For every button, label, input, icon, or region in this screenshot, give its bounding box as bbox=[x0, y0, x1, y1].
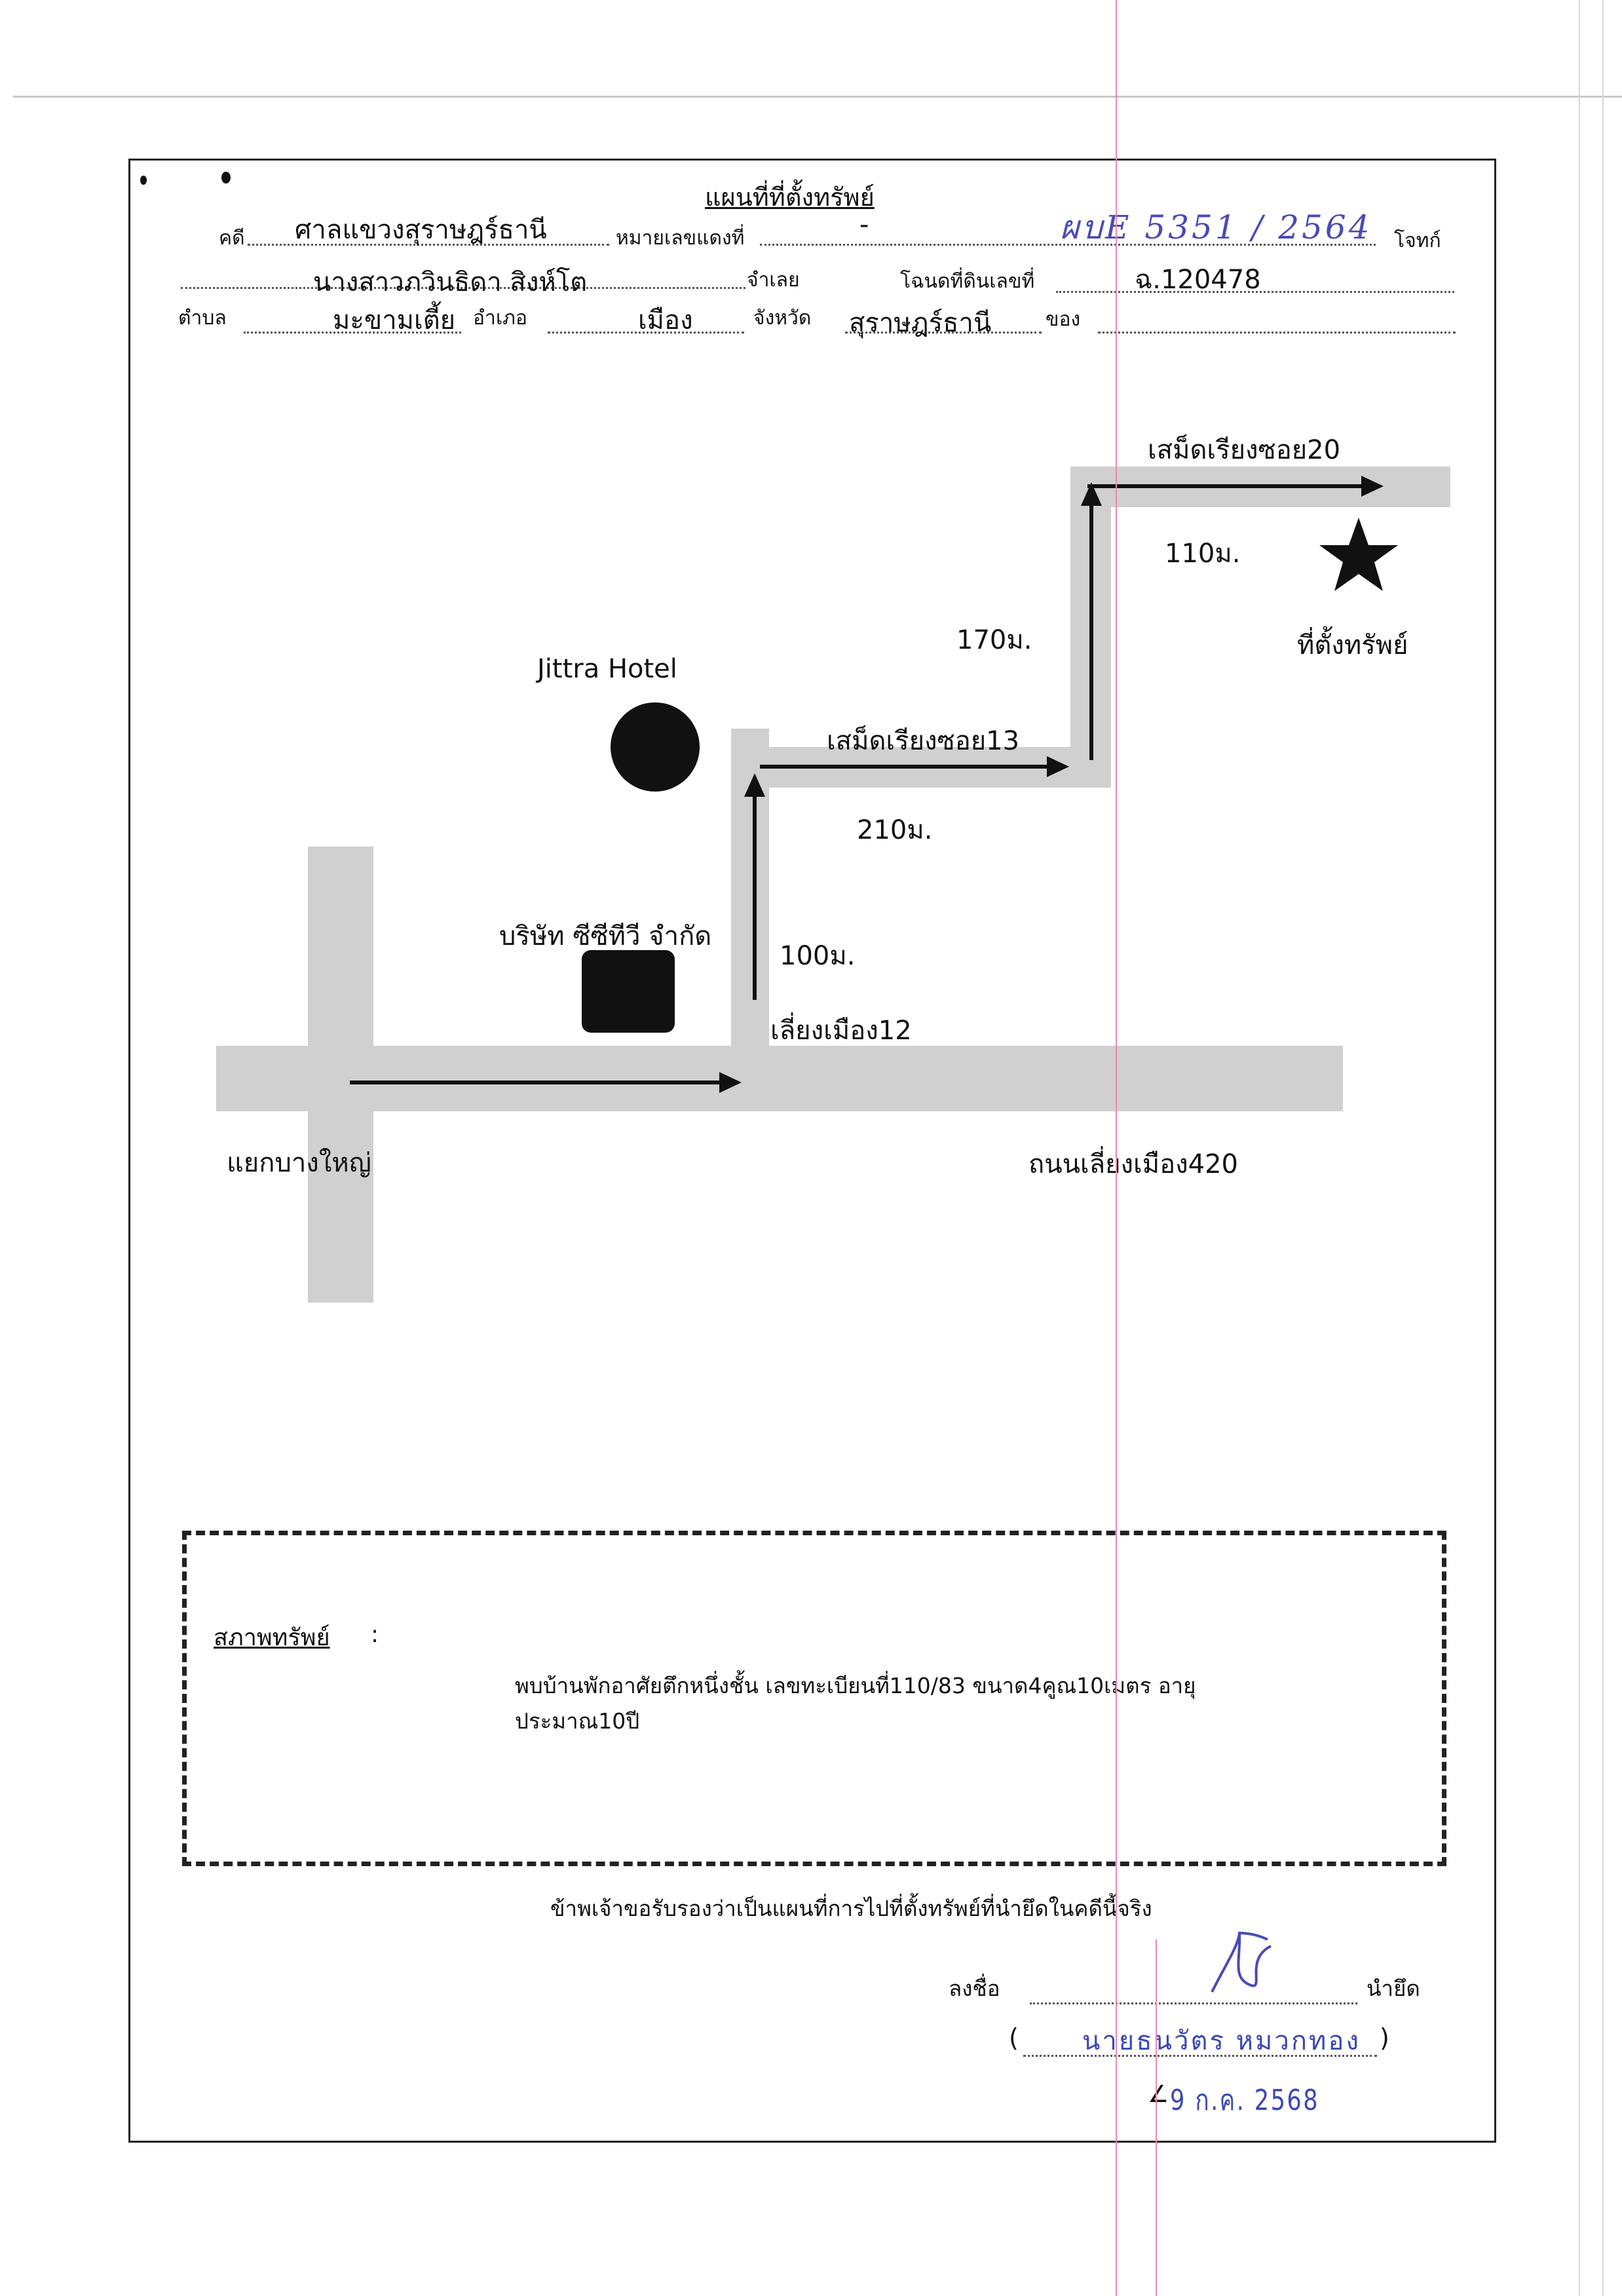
label-main-road-420: ถนนเลี่ยงเมือง420 bbox=[1028, 1149, 1238, 1179]
case-label: คดี bbox=[219, 227, 245, 250]
subdistrict-value: มะขามเตี้ย bbox=[333, 305, 456, 335]
owner-underline bbox=[1098, 332, 1456, 334]
document-frame bbox=[128, 159, 1496, 2143]
seizure-role-label: นำยึด bbox=[1367, 1976, 1420, 2001]
date-tick-mark: ∠ bbox=[1148, 2081, 1169, 2108]
arrow-head bbox=[1047, 756, 1069, 777]
red-number-value: - bbox=[859, 210, 869, 240]
condition-text-line1: พบบ้านพักอาศัยตึกหนึ่งชั้น เลขทะเบียนที่… bbox=[515, 1673, 1196, 1698]
arrow-head bbox=[744, 773, 765, 797]
case-number-handwritten: ผบE 5351 / 2564 bbox=[1060, 208, 1372, 246]
margin-line-lower bbox=[1156, 1940, 1157, 2296]
of-label: ของ bbox=[1046, 308, 1081, 331]
name-underline bbox=[1023, 2055, 1377, 2057]
province-value: สุราษฎร์ธานี bbox=[849, 308, 992, 338]
district-value: เมือง bbox=[638, 305, 693, 335]
document-title: แผนที่ที่ตั้งทรัพย์ bbox=[705, 183, 875, 212]
deed-underline bbox=[1056, 291, 1454, 293]
scan-right-edge-2 bbox=[1602, 0, 1604, 2296]
label-company: บริษัท ซีซีทีวี จำกัด bbox=[499, 921, 712, 951]
condition-colon: : bbox=[371, 1621, 379, 1648]
defendant-underline bbox=[181, 287, 745, 289]
court-underline bbox=[248, 244, 609, 246]
star-icon bbox=[1319, 518, 1398, 591]
arrow-head bbox=[719, 1072, 742, 1093]
hotel-circle-marker bbox=[611, 702, 700, 792]
company-square-marker bbox=[582, 950, 675, 1033]
label-distance-170: 170ม. bbox=[956, 625, 1032, 655]
label-jittra-hotel: Jittra Hotel bbox=[537, 654, 677, 684]
condition-text-line2: ประมาณ10ปี bbox=[515, 1708, 640, 1734]
defendant-name: นางสาวภวินธิดา สิงห์โต bbox=[313, 267, 588, 297]
province-label: จังหวัด bbox=[753, 307, 812, 330]
label-road-soi20: เสม็ดเรียงซอย20 bbox=[1148, 435, 1341, 465]
road-liang-mueang-420 bbox=[216, 1046, 1343, 1111]
label-property-location: ที่ตั้งทรัพย์ bbox=[1297, 630, 1408, 660]
arrow-head bbox=[1361, 476, 1384, 497]
deed-label: โฉนดที่ดินเลขที่ bbox=[900, 270, 1035, 293]
label-distance-210: 210ม. bbox=[857, 815, 933, 845]
plaintiff-label: โจทก์ bbox=[1394, 229, 1441, 252]
signer-name-stamp: นายธนวัตร หมวกทอง bbox=[1082, 2026, 1361, 2056]
scan-edge-line bbox=[13, 96, 1622, 98]
handwritten-signature bbox=[1211, 1932, 1272, 1993]
punch-hole-mark bbox=[140, 176, 147, 185]
subdistrict-underline bbox=[244, 332, 461, 334]
property-condition-box bbox=[182, 1531, 1446, 1866]
scan-right-edge bbox=[1579, 0, 1580, 2296]
red-number-label: หมายเลขแดงที่ bbox=[616, 227, 745, 250]
court-name: ศาลแขวงสุราษฎร์ธานี bbox=[295, 215, 547, 245]
label-distance-110: 110ม. bbox=[1165, 539, 1241, 569]
red-number-underline bbox=[760, 244, 1376, 246]
arrow-head bbox=[1081, 482, 1102, 506]
subdistrict-label: ตำบล bbox=[178, 307, 227, 330]
label-road-soi13: เสม็ดเรียงซอย13 bbox=[827, 726, 1020, 756]
name-close-paren: ) bbox=[1380, 2023, 1389, 2052]
punch-hole-mark bbox=[221, 172, 231, 183]
certification-text: ข้าพเจ้าขอรับรองว่าเป็นแผนที่การไปที่ตั้… bbox=[550, 1896, 1152, 1921]
label-road-liangmueang12: เลี่ยงเมือง12 bbox=[770, 1016, 912, 1046]
deed-number: ฉ.120478 bbox=[1135, 265, 1261, 295]
label-junction-bang-yai: แยกบางใหญ่ bbox=[227, 1148, 371, 1178]
district-label: อำเภอ bbox=[473, 307, 527, 330]
condition-label: สภาพทรัพย์ bbox=[214, 1624, 330, 1651]
sign-label: ลงชื่อ bbox=[949, 1976, 1000, 2001]
date-stamp: 9 ก.ค. 2568 bbox=[1170, 2084, 1319, 2117]
province-underline bbox=[845, 332, 1042, 334]
name-open-paren: ( bbox=[1009, 2023, 1019, 2052]
label-distance-100: 100ม. bbox=[780, 941, 856, 971]
signature-line bbox=[1030, 2002, 1357, 2004]
margin-line bbox=[1116, 0, 1117, 2296]
defendant-label: จำเลย bbox=[747, 269, 800, 292]
district-underline bbox=[548, 332, 744, 334]
